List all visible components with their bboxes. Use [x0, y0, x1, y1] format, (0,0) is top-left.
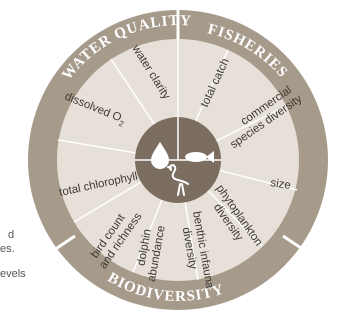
side-text-fragment: evels	[0, 268, 26, 280]
label-size: size	[270, 177, 292, 192]
ring-dividers	[53, 10, 302, 252]
side-text-fragment: d	[8, 229, 15, 241]
water-drop-icon	[151, 142, 169, 169]
wading-bird-icon	[167, 163, 189, 196]
side-text-fragment: es.	[0, 243, 15, 255]
fish-icon	[185, 151, 214, 163]
